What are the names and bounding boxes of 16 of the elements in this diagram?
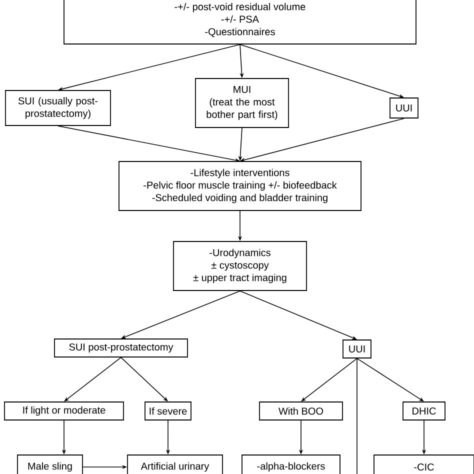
process-box: SUI (usually post-prostatectomy) — [5, 90, 111, 126]
process-box: MUI (treat the most bother part first) — [195, 78, 289, 128]
process-box: Artificial urinary — [127, 454, 223, 474]
process-box: -+/- post-void residual volume -+/- PSA -Questionnaires — [64, 0, 416, 44]
process-box: -alpha-blockers — [242, 454, 340, 474]
process-box: -CIC — [374, 454, 474, 474]
process-box: DHIC — [402, 402, 446, 420]
process-box: With BOO — [259, 402, 343, 420]
process-box: UUI — [342, 340, 372, 358]
process-box: -Lifestyle interventions -Pelvic floor muscle training +/- biofeedback -Scheduled voiding and bladder training — [118, 161, 362, 211]
process-box: SUI post-prostatectomy — [54, 338, 188, 358]
process-box: If severe — [144, 402, 192, 420]
process-box: If light or moderate — [4, 402, 124, 420]
process-box: Male sling — [17, 454, 83, 474]
process-box: UUI — [390, 98, 418, 118]
process-box: -Urodynamics ± cystoscopy ± upper tract imaging — [173, 241, 307, 291]
